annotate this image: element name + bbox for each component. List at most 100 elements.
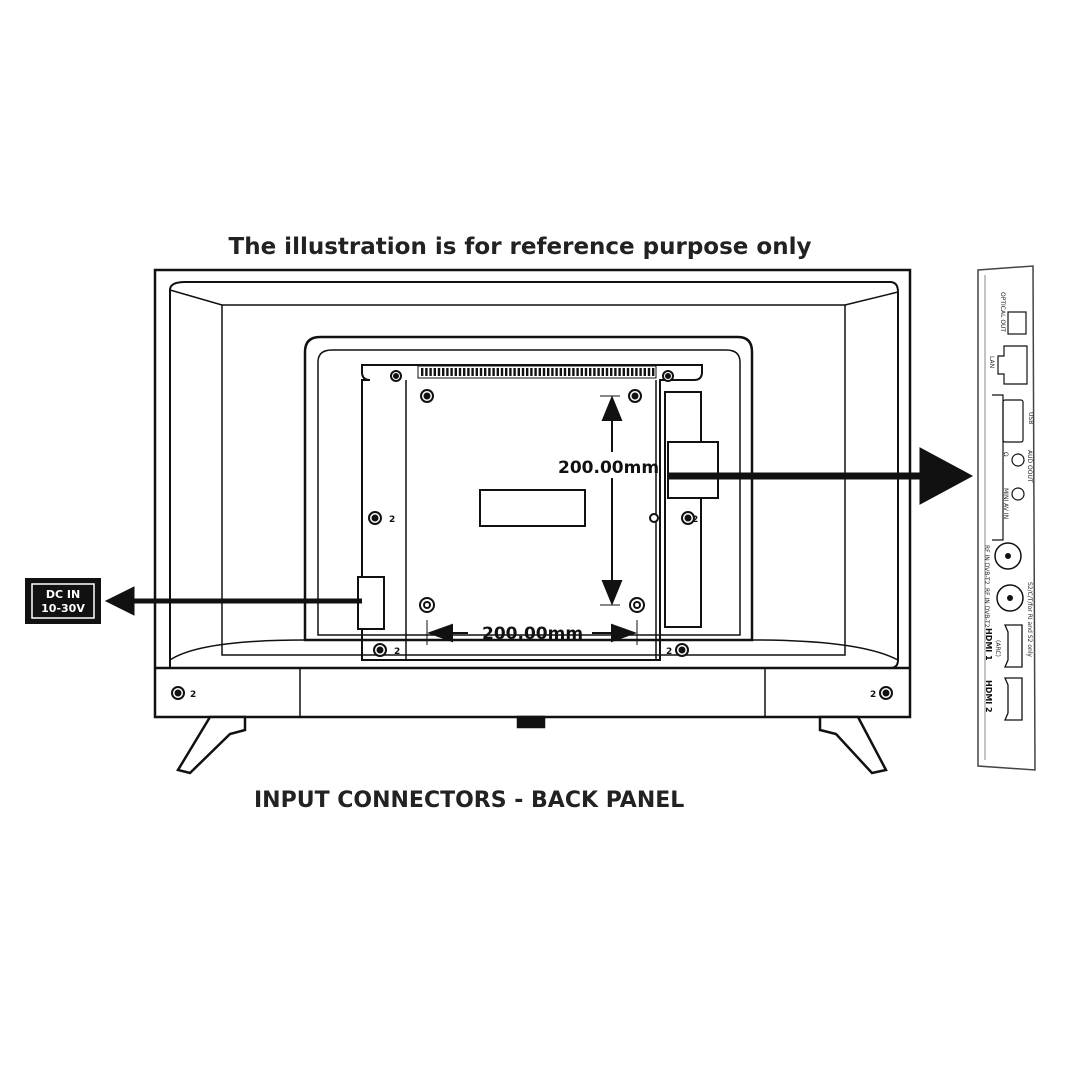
diagram-title: The illustration is for reference purpos… — [228, 234, 812, 260]
svg-text:S2/C/T/for RI and S2 only: S2/C/T/for RI and S2 only — [1026, 582, 1033, 657]
vent-slot — [505, 368, 508, 376]
vent-slot — [626, 368, 630, 376]
svg-text:2: 2 — [389, 515, 395, 525]
vent-slot — [458, 368, 462, 376]
diagram-caption: INPUT CONNECTORS - BACK PANEL — [254, 788, 685, 813]
svg-text:2: 2 — [394, 647, 400, 657]
side-connector-panel: OPTICAL OUT LAN USB Ω AUD OOUT MINI AV I… — [977, 265, 1036, 771]
vent-slot — [500, 368, 504, 376]
vent-slot — [622, 368, 625, 376]
hdmi-1-port — [1004, 624, 1023, 668]
vent-slot — [639, 368, 642, 376]
vent-slot — [635, 368, 638, 376]
vent-slot — [572, 368, 575, 376]
svg-text:AUD OOUT: AUD OOUT — [1026, 450, 1033, 483]
vent-slot — [484, 368, 487, 376]
vent-slot — [429, 368, 432, 376]
svg-text:RF IN DVB-T2: RF IN DVB-T2 — [983, 545, 990, 585]
vent-slot — [534, 368, 537, 376]
usb-port — [1002, 399, 1024, 443]
vent-slot — [467, 368, 470, 376]
vent-slot — [576, 368, 579, 376]
screw-marks: 2 2 2 2 2 2 — [190, 515, 876, 700]
vent-slot — [555, 368, 558, 376]
hdmi-2-port — [1004, 677, 1023, 721]
vent-slot — [521, 368, 525, 376]
vent-slot — [593, 368, 596, 376]
svg-text:HDMI 1: HDMI 1 — [984, 628, 993, 661]
vent-slot — [580, 368, 583, 376]
vent-slot — [610, 368, 613, 376]
headphone-jack — [1011, 453, 1025, 467]
tv-body — [153, 268, 912, 719]
vent-slot — [454, 368, 457, 376]
svg-text:HDMI 2: HDMI 2 — [984, 680, 993, 713]
vent-slot — [559, 368, 562, 376]
vent-slot — [631, 368, 634, 376]
vent-slot — [568, 368, 571, 376]
vent-slot — [471, 368, 474, 376]
vent-slot — [584, 368, 588, 376]
vent-slot — [433, 368, 436, 376]
dc-jack-housing — [357, 576, 385, 630]
svg-text:10-30V: 10-30V — [41, 602, 85, 615]
vertical-dimension — [600, 395, 623, 606]
vent-slot — [551, 368, 554, 376]
svg-text:LAN: LAN — [988, 356, 995, 368]
vent-slot — [463, 368, 466, 376]
svg-text:USB: USB — [1027, 412, 1034, 424]
vent-slot — [509, 368, 512, 376]
vent-slot — [589, 368, 592, 376]
vent-slot — [496, 368, 499, 376]
vent-slot — [492, 368, 495, 376]
svg-text:OPTICAL OUT: OPTICAL OUT — [999, 292, 1006, 332]
vent-stripes — [421, 368, 655, 376]
tv-stand — [176, 715, 888, 775]
optical-port — [1007, 311, 1027, 335]
vent-slot — [597, 368, 600, 376]
svg-text:DC IN: DC IN — [46, 588, 80, 601]
vent-slot — [614, 368, 617, 376]
svg-text:(ARC): (ARC) — [994, 640, 1001, 657]
vent-slot — [526, 368, 529, 376]
vent-slot — [446, 368, 449, 376]
svg-text:2: 2 — [870, 690, 876, 700]
svg-text:2: 2 — [190, 690, 196, 700]
dc-in-badge: DC IN 10-30V — [25, 578, 101, 624]
vent-slot — [450, 368, 453, 376]
svg-text:2: 2 — [692, 515, 698, 525]
vent-slot — [605, 368, 609, 376]
vent-slot — [421, 368, 424, 376]
vent-slot — [425, 368, 428, 376]
horizontal-dimension-label: 200.00mm — [482, 624, 583, 644]
vent-slot — [517, 368, 520, 376]
vent-slot — [437, 368, 441, 376]
back-plate — [357, 364, 719, 661]
vent-slot — [488, 368, 491, 376]
horizontal-dimension — [426, 620, 638, 645]
vent-slot — [479, 368, 483, 376]
vent-slot — [643, 368, 646, 376]
vent-slot — [475, 368, 478, 376]
vent-slot — [618, 368, 621, 376]
dc-in-arrow — [104, 586, 362, 616]
vent-slot — [513, 368, 516, 376]
vent-slot — [547, 368, 550, 376]
svg-text:MINI AV IN: MINI AV IN — [1002, 488, 1009, 519]
vesa-screw-holes — [419, 389, 645, 613]
vent-slot — [442, 368, 445, 376]
vent-slot — [563, 368, 567, 376]
svg-text:Ω: Ω — [1002, 452, 1009, 457]
vent-slot — [530, 368, 533, 376]
svg-text:RF IN DVB-T2: RF IN DVB-T2 — [983, 588, 990, 628]
label-plate — [479, 489, 586, 527]
side-panel-arrow — [668, 447, 974, 505]
vertical-dimension-label: 200.00mm — [558, 458, 659, 478]
vent-slot — [601, 368, 604, 376]
svg-text:2: 2 — [666, 647, 672, 657]
vent-slot — [647, 368, 651, 376]
vent-slot — [538, 368, 541, 376]
chassis-screws — [171, 370, 893, 700]
vent-slot — [542, 368, 546, 376]
